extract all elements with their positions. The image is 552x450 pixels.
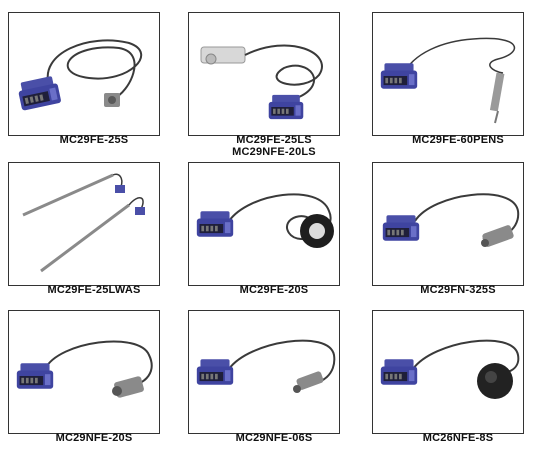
product-model: MC29NFE-06S: [235, 432, 313, 444]
product-model: MC29NFE-20S: [55, 432, 133, 444]
product-model: MC29FE-20S: [239, 284, 309, 296]
product-image-frame: [8, 310, 160, 434]
product-caption: MC29FE-25S: [8, 134, 180, 146]
product-model: MC26NFE-8S: [422, 432, 494, 444]
product-model: MC29NFE-20LS: [232, 146, 316, 158]
product-model: MC29FN-325S: [420, 284, 496, 296]
product-caption: MC29FE-20S: [188, 284, 360, 296]
product-model: MC29FE-25LWAS: [47, 284, 141, 296]
product-image-frame: [188, 162, 340, 286]
product-image-frame: [8, 162, 160, 286]
sensor-cable-image: [196, 193, 334, 248]
sensor-cable-image: [380, 339, 520, 399]
product-model: MC29FE-60PENS: [412, 134, 504, 146]
product-model: MC29FE-25S: [59, 134, 129, 146]
sensor-cable-image: [382, 193, 520, 247]
product-image-frame: [372, 12, 524, 136]
product-caption: MC29FE-60PENS: [372, 134, 544, 146]
product-caption: MC26NFE-8S: [372, 432, 544, 444]
product-image-frame: [372, 162, 524, 286]
sensor-cable-image: [380, 37, 516, 124]
product-caption: MC29FE-25LWAS: [8, 284, 180, 296]
product-caption: MC29FE-25LS MC29NFE-20LS: [188, 134, 360, 158]
product-caption: MC29NFE-06S: [188, 432, 360, 444]
product-caption: MC29NFE-20S: [8, 432, 180, 444]
sensor-cable-image: [200, 44, 323, 120]
product-image-frame: [8, 12, 160, 136]
product-image-frame: [188, 310, 340, 434]
sensor-cable-image: [16, 39, 143, 111]
product-caption: MC29FN-325S: [372, 284, 544, 296]
sensor-cable-image: [196, 339, 336, 393]
product-image-frame: [188, 12, 340, 136]
product-model: MC29FE-25LS: [236, 134, 312, 146]
sensor-cable-image: [22, 173, 145, 273]
sensor-cable-image: [16, 340, 153, 398]
product-image-frame: [372, 310, 524, 434]
